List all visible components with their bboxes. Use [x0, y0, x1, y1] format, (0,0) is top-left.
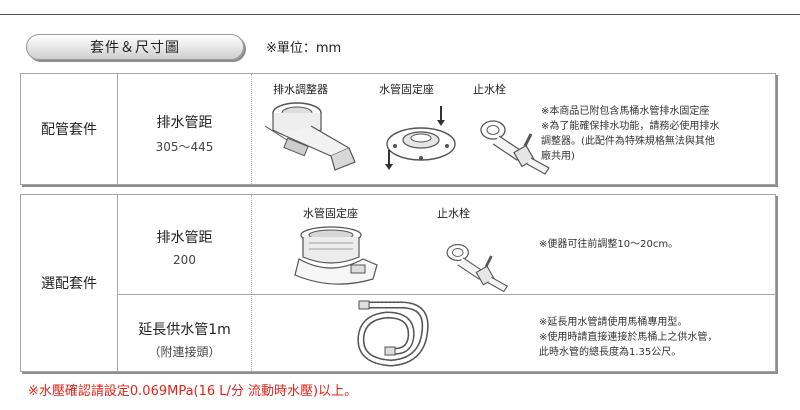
unit-note: ※單位：mm	[266, 41, 342, 56]
stop-valve-icon	[446, 243, 509, 293]
note-line: ※本商品已附包含馬桶水管排水固定座	[541, 106, 710, 117]
drain-distance-title: 排水管距	[156, 230, 213, 246]
item-label-pipe-seat: 水管固定座	[303, 207, 358, 220]
included-kit-label: 配管套件	[41, 122, 97, 138]
extension-hose-notes: ※延長用水管請使用馬桶專用型。 ※使用時請直接連接於馬桶上之供水管， 此時水管的…	[539, 315, 717, 360]
item-label-pipe-seat: 水管固定座	[379, 83, 434, 96]
included-kit-panel: 配管套件 排水管距 305～445 排水調整器 水管固定座 止水栓	[20, 73, 776, 185]
drain-distance-title: 排水管距	[156, 115, 213, 131]
column-divider-dotted	[251, 195, 252, 371]
column-divider	[117, 195, 118, 371]
note-line: ※便器可往前調整10～20cm。	[539, 239, 679, 250]
drain-distance-cell: 排水管距 305～445	[118, 112, 251, 155]
note-line: ※延長用水管請使用馬桶專用型。	[539, 317, 688, 328]
pipe-fixing-seat-200-icon	[294, 226, 378, 285]
section-title-text: 套件＆尺寸圖	[90, 40, 180, 56]
note-line: 調整器。(此配件為特殊規格無法與其他	[541, 136, 715, 147]
drain-distance-range: 305～445	[155, 140, 214, 154]
item-label-drain-adjuster: 排水調整器	[273, 83, 328, 96]
drain-distance-value: 200	[173, 253, 196, 267]
column-divider	[117, 74, 118, 184]
included-kit-notes: ※本商品已附包含馬桶水管排水固定座 ※為了能確保排水功能，請務必使用排水 調整器…	[541, 104, 719, 164]
drain-200-notes: ※便器可往前調整10～20cm。	[539, 237, 678, 252]
extension-hose-title: 延長供水管1m	[138, 322, 231, 338]
column-divider-dotted	[251, 74, 252, 184]
note-line: 廠共用)	[541, 151, 575, 162]
optional-kit-label: 選配套件	[41, 276, 97, 292]
row-divider	[117, 294, 775, 295]
top-divider	[0, 14, 800, 15]
water-pressure-note: ※水壓確認請設定0.069MPa(16 L/分 流動時水壓)以上。	[28, 384, 358, 399]
section-title: 套件＆尺寸圖	[26, 34, 244, 60]
optional-kit-panel: 選配套件 排水管距 200 水管固定座 止水栓 ※便器可往前調整10～20cm。…	[20, 194, 776, 372]
drain-distance-200-cell: 排水管距 200	[118, 227, 251, 267]
note-line: ※為了能確保排水功能，請務必使用排水	[541, 121, 720, 132]
note-line: ※使用時請直接連接於馬桶上之供水管，	[539, 332, 718, 343]
extension-hose-cell: 延長供水管1m （附連接頭）	[118, 319, 251, 360]
pipe-fixing-seat-icon	[385, 106, 456, 170]
item-label-stop-valve: 止水栓	[437, 207, 470, 220]
drain-adjuster-icon	[264, 102, 356, 171]
item-label-stop-valve: 止水栓	[473, 83, 506, 96]
stop-valve-icon	[480, 120, 550, 175]
note-line: 此時水管的總長度為1.35公尺。	[539, 347, 682, 358]
extension-hose-subtitle: （附連接頭）	[148, 345, 221, 359]
braided-hose-icon	[357, 300, 429, 367]
